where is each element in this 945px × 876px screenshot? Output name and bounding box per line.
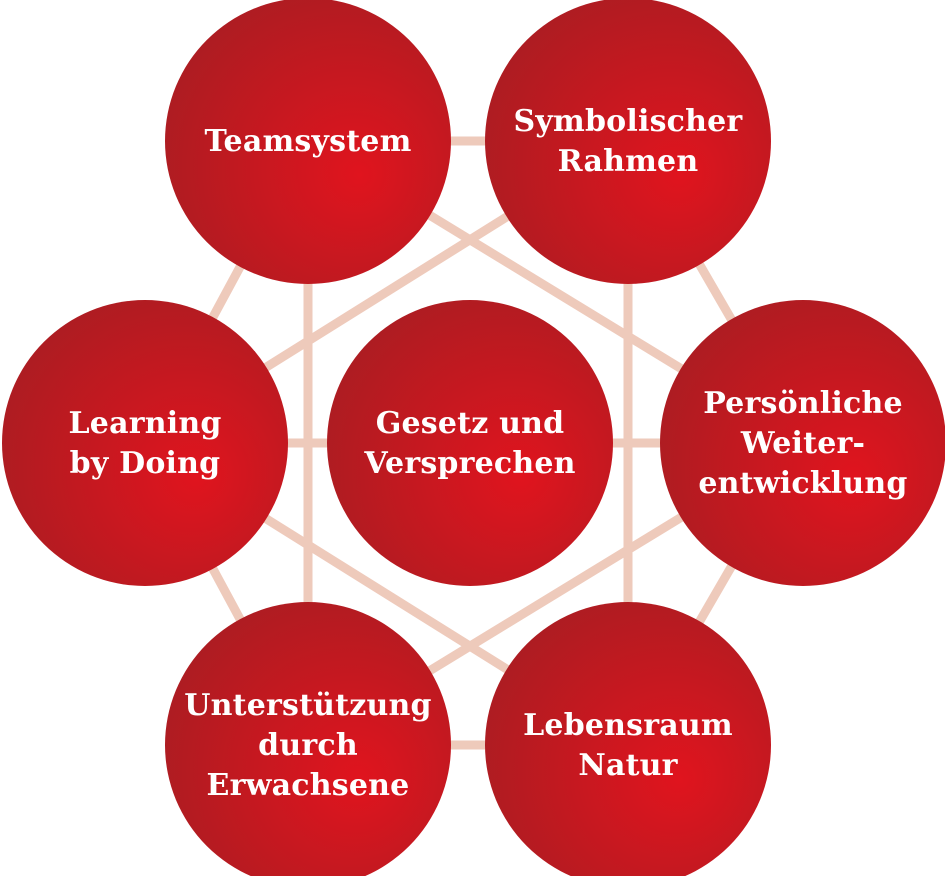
- node-label: Symbolischer: [514, 104, 744, 139]
- node-label: by Doing: [70, 446, 221, 481]
- node-circle: [485, 0, 771, 284]
- node-circle: [327, 300, 613, 586]
- node-label: Versprechen: [363, 446, 575, 481]
- node-circle: [165, 0, 451, 284]
- node-label: Natur: [578, 748, 678, 783]
- node-label: entwicklung: [698, 466, 907, 501]
- node-label: Learning: [68, 406, 221, 441]
- node-label: Weiter-: [740, 426, 865, 461]
- node-circle: [660, 300, 945, 586]
- node-circle: [2, 300, 288, 586]
- node-label: Gesetz und: [376, 406, 565, 441]
- node-circle: [165, 602, 451, 876]
- node-learning-by-doing: Learning by Doing: [2, 300, 288, 586]
- node-label: Teamsystem: [204, 124, 411, 159]
- node-label: durch: [258, 728, 358, 763]
- node-teamsystem: Teamsystem: [165, 0, 451, 284]
- node-label: Erwachsene: [207, 768, 410, 803]
- node-label: Rahmen: [558, 144, 699, 179]
- node-circle: [485, 602, 771, 876]
- node-label: Lebensraum: [523, 708, 733, 743]
- node-label: Persönliche: [703, 386, 903, 421]
- node-label: Unterstützung: [184, 688, 431, 723]
